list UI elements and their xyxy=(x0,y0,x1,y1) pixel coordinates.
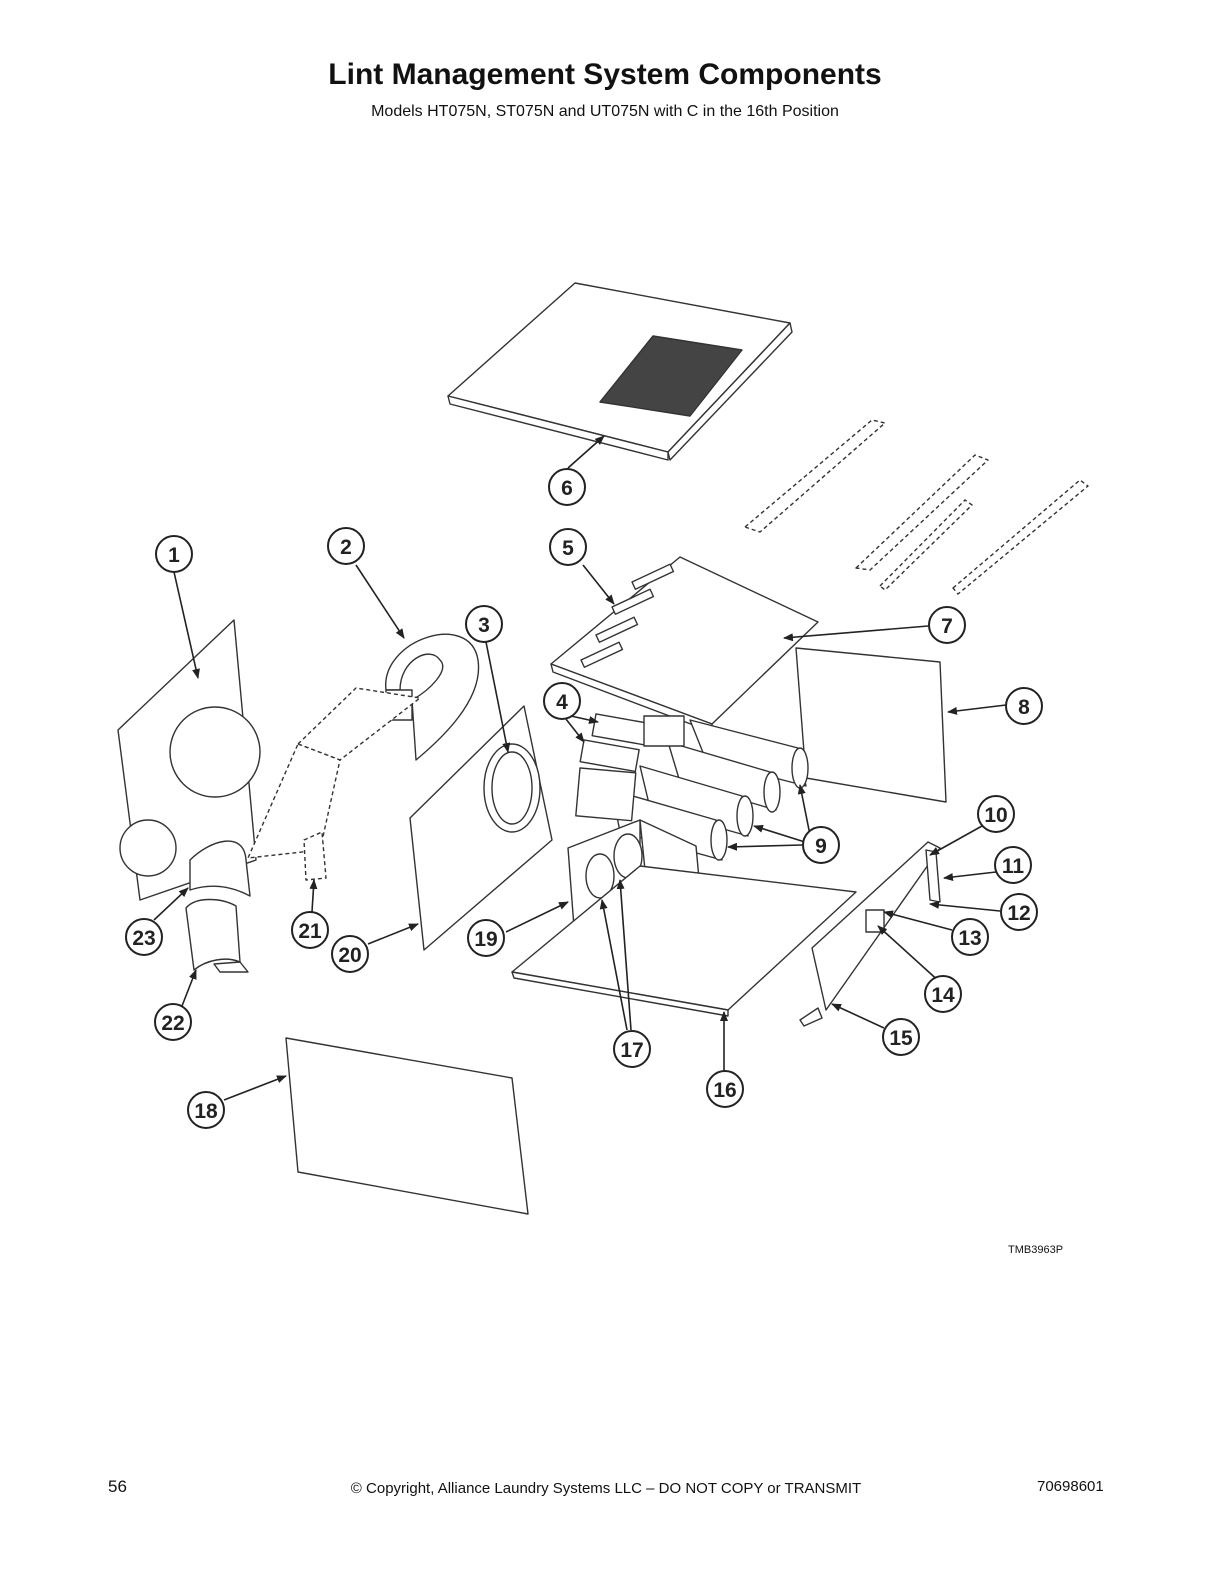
callout-20: 20 xyxy=(331,935,369,973)
brace-brackets xyxy=(744,419,1089,595)
svg-text:18: 18 xyxy=(194,1100,218,1123)
large-side-panel-part xyxy=(285,1037,529,1215)
callout-23: 23 xyxy=(125,918,163,956)
svg-text:9: 9 xyxy=(815,835,827,858)
svg-text:2: 2 xyxy=(340,536,352,559)
svg-text:23: 23 xyxy=(132,927,155,950)
callout-17: 17 xyxy=(613,1030,651,1068)
duct-part xyxy=(247,687,421,881)
fan-panel-part xyxy=(409,705,553,951)
svg-text:15: 15 xyxy=(889,1027,913,1050)
right-side-panel-part xyxy=(795,647,947,803)
document-number: 70698601 xyxy=(1037,1478,1104,1495)
svg-text:7: 7 xyxy=(941,615,953,638)
svg-text:13: 13 xyxy=(958,927,981,950)
callout-15: 15 xyxy=(882,1018,920,1056)
svg-text:5: 5 xyxy=(562,537,574,560)
callout-16: 16 xyxy=(706,1070,744,1108)
callout-5: 5 xyxy=(549,528,587,566)
callout-group: 1 2 3 4 5 6 7 8 9 10 11 12 13 14 15 16 1… xyxy=(125,468,1043,1129)
callout-2: 2 xyxy=(327,527,365,565)
callout-8: 8 xyxy=(1005,687,1043,725)
callout-4: 4 xyxy=(543,682,581,720)
callout-1: 1 xyxy=(155,535,193,573)
svg-text:8: 8 xyxy=(1018,696,1030,719)
svg-text:16: 16 xyxy=(713,1079,736,1102)
front-panel-part xyxy=(799,841,941,1027)
callout-13: 13 xyxy=(951,918,989,956)
svg-text:14: 14 xyxy=(931,984,955,1007)
callout-11: 11 xyxy=(994,846,1032,884)
svg-text:21: 21 xyxy=(298,920,322,943)
callout-22: 22 xyxy=(154,1003,192,1041)
svg-text:10: 10 xyxy=(984,804,1007,827)
callout-6: 6 xyxy=(548,468,586,506)
svg-text:1: 1 xyxy=(168,544,180,567)
page-title: Lint Management System Components xyxy=(328,58,882,91)
svg-text:12: 12 xyxy=(1007,902,1030,925)
svg-text:19: 19 xyxy=(474,928,497,951)
filter-frame-parts xyxy=(575,713,685,822)
svg-text:22: 22 xyxy=(161,1012,184,1035)
callout-21: 21 xyxy=(291,911,329,949)
callout-19: 19 xyxy=(467,919,505,957)
copyright-notice: © Copyright, Alliance Laundry Systems LL… xyxy=(350,1480,862,1497)
callout-3: 3 xyxy=(465,605,503,643)
callout-14: 14 xyxy=(924,975,962,1013)
svg-text:11: 11 xyxy=(1002,855,1025,878)
rear-panel-part xyxy=(117,619,261,901)
svg-text:3: 3 xyxy=(478,614,490,637)
base-part xyxy=(511,865,857,1017)
callout-9: 9 xyxy=(802,826,840,864)
lower-duct-parts xyxy=(185,840,251,973)
svg-text:20: 20 xyxy=(338,944,361,967)
page-number: 56 xyxy=(108,1477,127,1496)
drawing-id: TMB3963P xyxy=(1008,1244,1064,1256)
leader-arrows xyxy=(153,435,1007,1101)
svg-text:6: 6 xyxy=(561,477,573,500)
lint-cone-parts xyxy=(611,719,809,861)
callout-18: 18 xyxy=(187,1091,225,1129)
page-subtitle: Models HT075N, ST075N and UT075N with C … xyxy=(371,103,839,120)
svg-text:17: 17 xyxy=(620,1039,643,1062)
callout-12: 12 xyxy=(1000,893,1038,931)
callout-10: 10 xyxy=(977,795,1015,833)
callout-7: 7 xyxy=(928,606,966,644)
svg-text:4: 4 xyxy=(556,691,568,714)
top-panel-part xyxy=(447,282,793,461)
lint-drawer-top-part xyxy=(550,556,819,733)
